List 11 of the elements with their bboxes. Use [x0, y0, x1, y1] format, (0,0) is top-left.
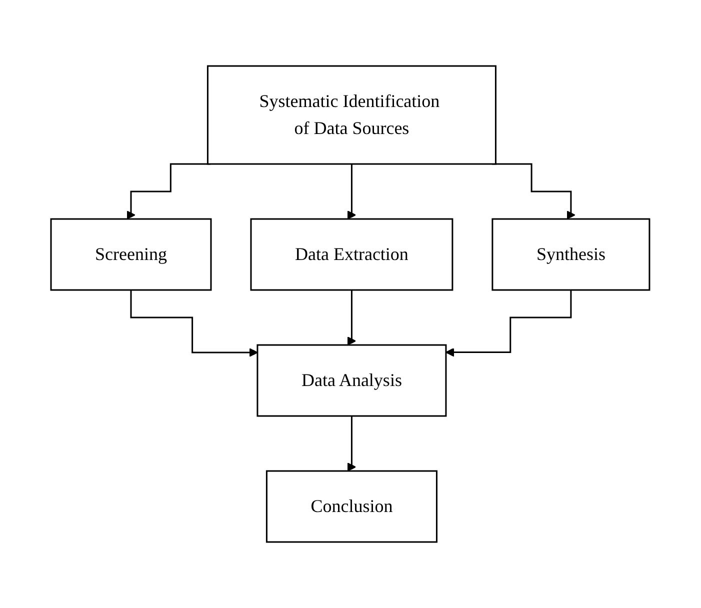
arrow — [130, 289, 258, 357]
node-box: Data Analysis — [256, 344, 447, 417]
arrow — [348, 415, 356, 472]
arrow — [446, 289, 572, 357]
arrow — [348, 163, 356, 220]
node-box: Conclusion — [266, 470, 438, 543]
node-box: Systematic Identification of Data Sources — [207, 65, 497, 165]
node-box: Synthesis — [492, 218, 650, 291]
node-box: Data Extraction — [250, 218, 454, 291]
arrow — [348, 289, 356, 346]
node-box: Screening — [50, 218, 212, 291]
